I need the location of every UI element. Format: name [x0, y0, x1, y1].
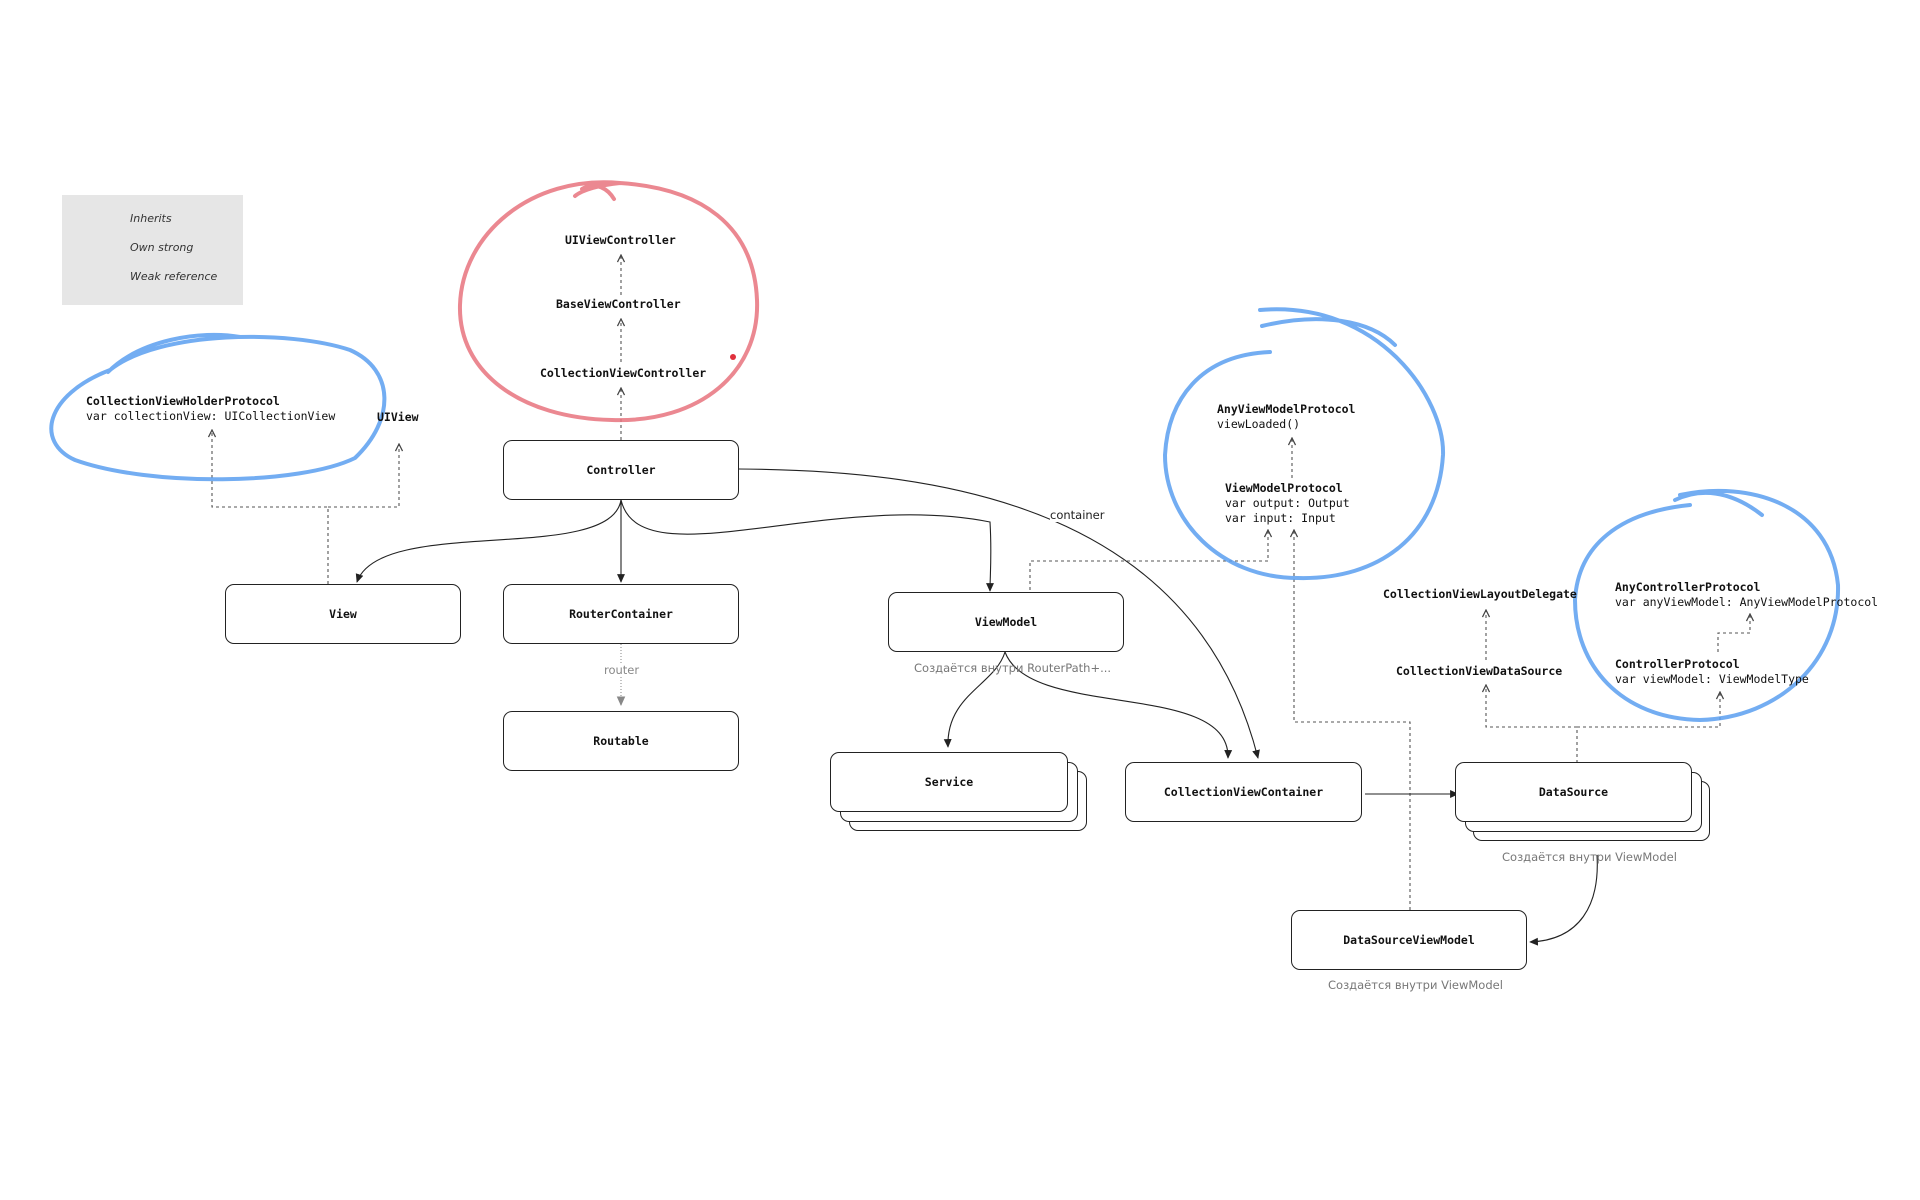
- node-controller[interactable]: Controller: [503, 440, 739, 500]
- node-collection-view-data-source[interactable]: CollectionViewDataSource: [1396, 664, 1563, 678]
- edge-controller-to-view-model: [620, 499, 994, 592]
- node-collection-view-layout-delegate[interactable]: CollectionViewLayoutDelegate: [1383, 587, 1577, 601]
- edge-controller-protocol-to-any-controller-protocol: [1717, 614, 1750, 652]
- protocol-any-view-model[interactable]: AnyViewModelProtocol viewLoaded(): [1217, 402, 1355, 432]
- protocol-view-model[interactable]: ViewModelProtocol var output: Output var…: [1225, 481, 1350, 526]
- note-data-source-view-model-created: Создаётся внутри ViewModel: [1328, 978, 1503, 992]
- protocol-any-controller[interactable]: AnyControllerProtocol var anyViewModel: …: [1615, 580, 1878, 610]
- edge-data-source-to-data-source-view-model: [1529, 854, 1598, 946]
- protocol-any-view-model-name: AnyViewModelProtocol: [1217, 402, 1356, 416]
- legend-own-strong-label: Own strong: [130, 240, 194, 254]
- node-view[interactable]: View: [225, 584, 461, 644]
- edge-data-source-view-model-to-protocol: [1294, 530, 1411, 910]
- legend-inherits: Inherits: [122, 210, 172, 226]
- legend-inherits-label: Inherits: [130, 211, 172, 225]
- node-router-container[interactable]: RouterContainer: [503, 584, 739, 644]
- protocol-controller-member: var viewModel: ViewModelType: [1615, 672, 1809, 686]
- blue-highlight-circle-holder: [49, 332, 387, 482]
- blue-highlight-circle-view-model: [1162, 307, 1446, 581]
- legend-weak-reference-label: Weak reference: [130, 269, 218, 283]
- protocol-collection-view-holder-name: CollectionViewHolderProtocol: [86, 394, 280, 408]
- edge-label-router: router: [604, 663, 640, 677]
- protocol-view-model-member-input: var input: Input: [1225, 511, 1336, 525]
- protocol-collection-view-holder[interactable]: CollectionViewHolderProtocol var collect…: [86, 394, 335, 424]
- legend-own-strong: Own strong: [122, 239, 193, 255]
- edge-view-to-holder-protocol: [212, 430, 329, 584]
- edge-view-model-to-service: [943, 651, 1006, 748]
- legend: Inherits Own strong Weak reference: [62, 195, 243, 305]
- protocol-any-controller-member: var anyViewModel: AnyViewModelProtocol: [1615, 595, 1879, 609]
- blue-highlight-circle-controller: [1572, 488, 1841, 723]
- node-data-source[interactable]: DataSource: [1455, 762, 1692, 822]
- edge-label-container: container: [1050, 508, 1105, 522]
- node-uiview[interactable]: UIView: [377, 410, 419, 424]
- node-collection-view-controller[interactable]: CollectionViewController: [540, 366, 707, 380]
- edge-view-model-to-protocol: [1029, 530, 1268, 590]
- node-service[interactable]: Service: [830, 752, 1068, 812]
- legend-weak-reference: Weak reference: [122, 268, 217, 284]
- node-data-source-view-model[interactable]: DataSourceViewModel: [1291, 910, 1527, 970]
- node-routable[interactable]: Routable: [503, 711, 739, 771]
- node-base-view-controller[interactable]: BaseViewController: [556, 297, 681, 311]
- protocol-controller[interactable]: ControllerProtocol var viewModel: ViewMo…: [1615, 657, 1809, 687]
- red-dot: [730, 354, 736, 360]
- edge-view-to-uiview: [328, 444, 399, 508]
- protocol-collection-view-holder-member: var collectionView: UICollectionView: [86, 409, 336, 423]
- protocol-view-model-name: ViewModelProtocol: [1225, 481, 1343, 495]
- red-highlight-circle: [457, 180, 760, 423]
- protocol-any-view-model-member: viewLoaded(): [1217, 417, 1301, 431]
- node-collection-view-container[interactable]: CollectionViewContainer: [1125, 762, 1362, 822]
- edge-data-source-to-collection-view-data-source: [1486, 685, 1578, 763]
- protocol-view-model-member-output: var output: Output: [1225, 496, 1350, 510]
- node-view-model[interactable]: ViewModel: [888, 592, 1124, 652]
- edge-view-model-to-collection-view-container: [1004, 651, 1233, 759]
- edge-controller-to-view: [355, 499, 622, 583]
- note-data-source-created: Создаётся внутри ViewModel: [1502, 850, 1677, 864]
- protocol-controller-name: ControllerProtocol: [1615, 657, 1740, 671]
- node-uiviewcontroller[interactable]: UIViewController: [565, 233, 676, 247]
- protocol-any-controller-name: AnyControllerProtocol: [1615, 580, 1761, 594]
- note-view-model-created: Создаётся внутри RouterPath+...: [914, 661, 1112, 675]
